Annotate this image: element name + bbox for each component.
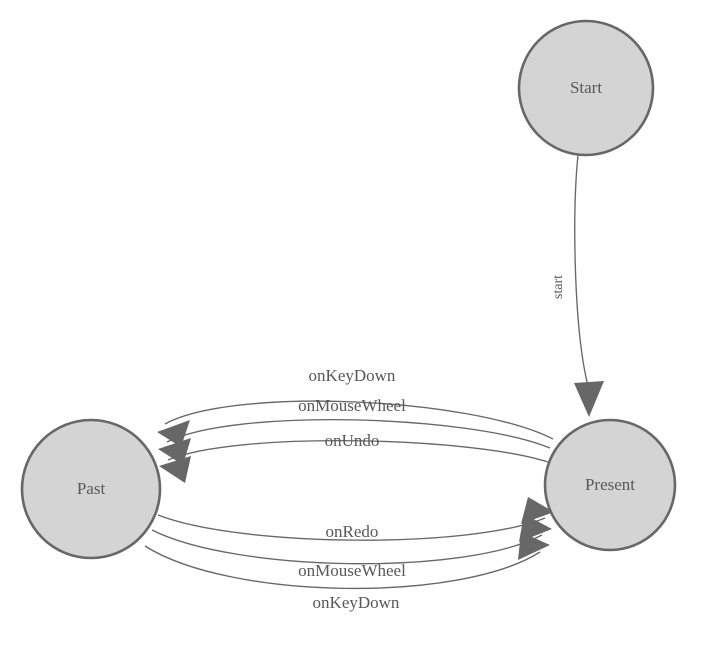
edge-redo[interactable]: onRedo bbox=[157, 497, 554, 541]
node-present[interactable]: Present bbox=[543, 418, 677, 552]
edge-mousewheel-undo[interactable]: onMouseWheel bbox=[158, 396, 551, 465]
node-start[interactable]: Start bbox=[517, 19, 655, 157]
edge-start-path bbox=[574, 154, 589, 387]
node-present-circle bbox=[543, 418, 677, 552]
edge-start-arrowhead bbox=[574, 381, 604, 417]
edge-mousewheel-undo-arrowhead bbox=[158, 438, 191, 465]
edge-keydown-redo-path bbox=[144, 545, 541, 590]
edge-keydown-undo-arrowhead bbox=[157, 420, 190, 447]
edge-start-label: start bbox=[551, 275, 566, 299]
node-past[interactable]: Past bbox=[20, 418, 162, 560]
node-past-label: Past bbox=[77, 479, 106, 498]
edge-keydown-redo[interactable]: onKeyDown bbox=[144, 532, 550, 612]
edge-keydown-undo-path bbox=[164, 400, 554, 440]
edge-keydown-redo-arrowhead bbox=[518, 532, 550, 560]
edge-undo-path bbox=[167, 439, 549, 463]
node-past-circle bbox=[20, 418, 162, 560]
edge-undo[interactable]: onUndo bbox=[159, 431, 549, 483]
edge-mousewheel-redo-label: onMouseWheel bbox=[298, 561, 406, 580]
edge-mousewheel-redo-path bbox=[151, 529, 543, 565]
edge-mousewheel-undo-path bbox=[166, 418, 551, 449]
node-start-label: Start bbox=[570, 78, 602, 97]
node-present-label: Present bbox=[585, 475, 635, 494]
edge-undo-arrowhead bbox=[159, 456, 191, 483]
edge-keydown-undo-label: onKeyDown bbox=[309, 366, 396, 385]
edge-start[interactable]: start bbox=[551, 154, 604, 417]
edge-keydown-undo[interactable]: onKeyDown bbox=[157, 366, 554, 447]
edge-redo-path bbox=[157, 514, 546, 541]
edge-mousewheel-undo-label: onMouseWheel bbox=[298, 396, 406, 415]
edge-redo-label: onRedo bbox=[326, 522, 379, 541]
node-start-circle bbox=[517, 19, 655, 157]
edge-undo-label: onUndo bbox=[325, 431, 380, 450]
edge-keydown-redo-label: onKeyDown bbox=[313, 593, 400, 612]
